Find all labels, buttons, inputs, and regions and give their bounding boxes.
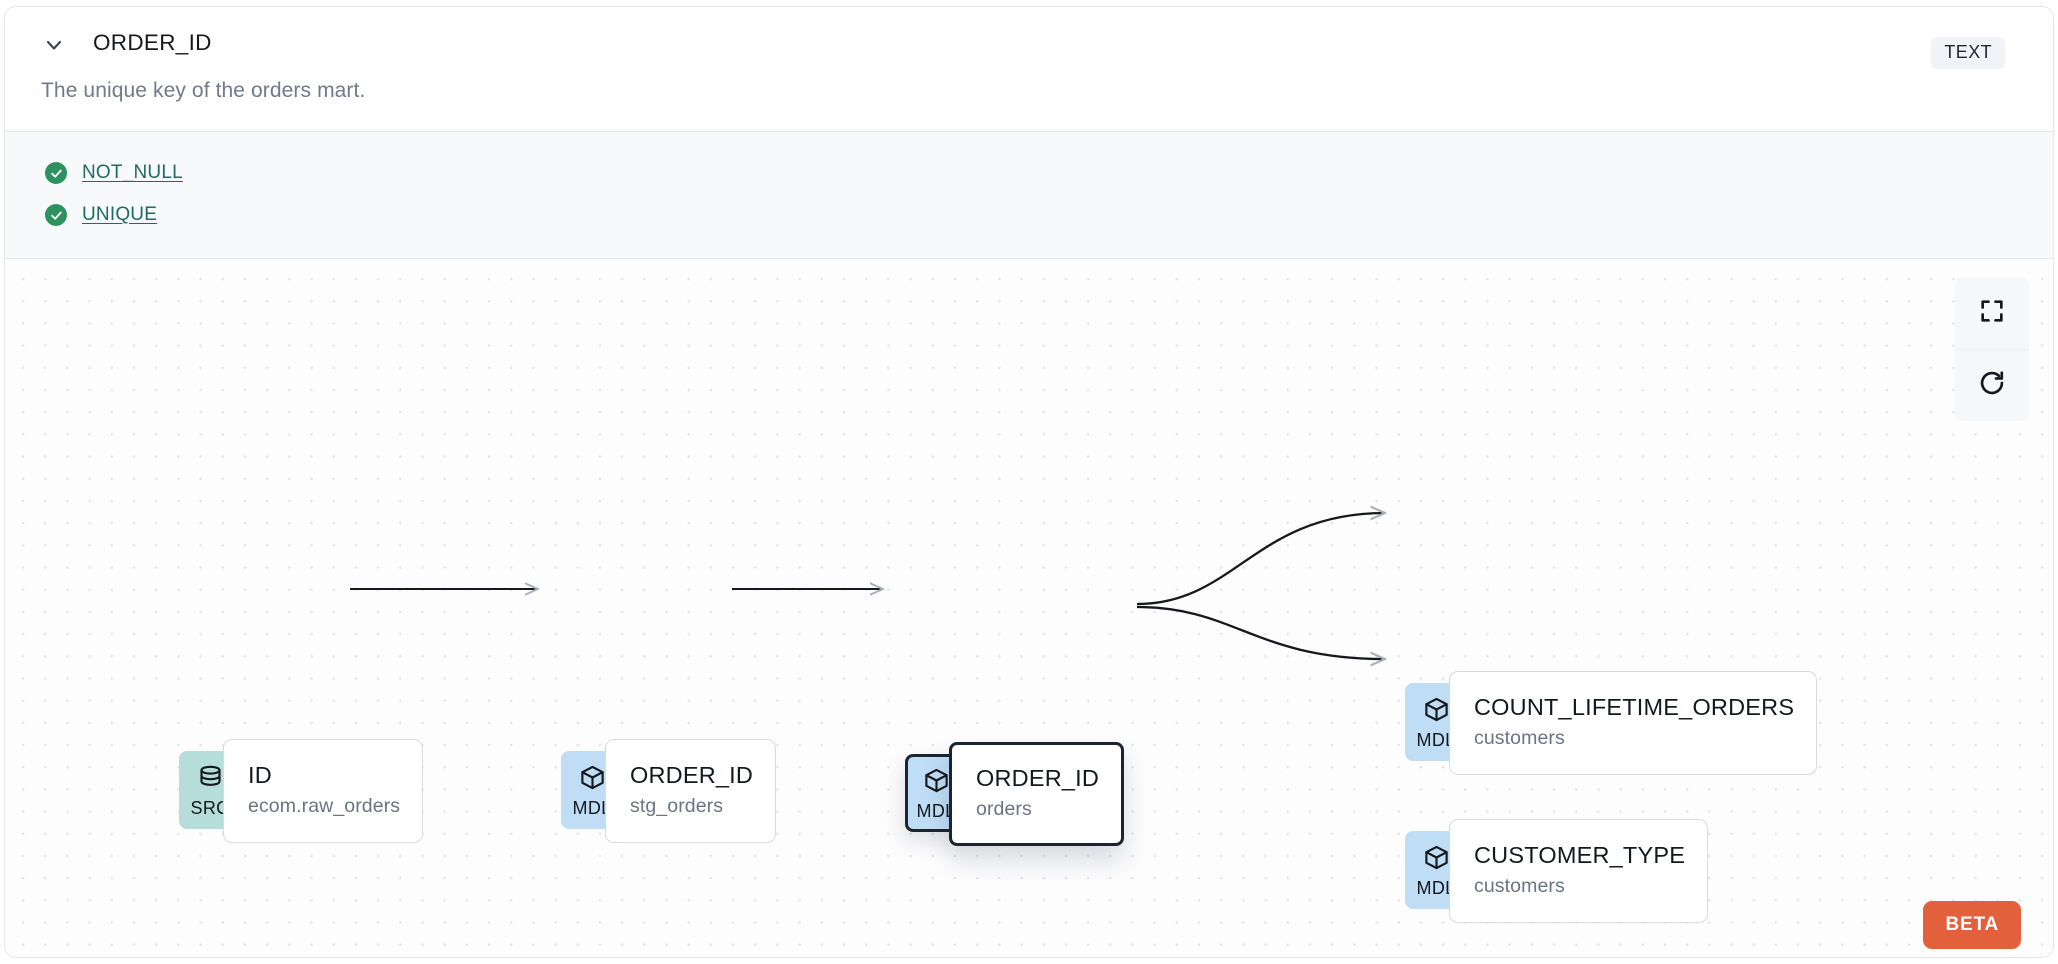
node-kind-label: SRC: [190, 797, 230, 818]
check-circle-icon: [45, 162, 67, 184]
refresh-button[interactable]: [1955, 349, 2029, 421]
node-column-name: ID: [248, 761, 272, 788]
node-column-name: ORDER_ID: [630, 761, 754, 788]
lineage-node-count-lifetime-orders[interactable]: MDL COUNT_LIFETIME_ORDERS customers: [1405, 671, 1818, 775]
node-kind-label: MDL: [572, 797, 612, 818]
node-source-name: customers: [1474, 727, 1565, 750]
test-row: UNIQUE: [45, 194, 2053, 236]
node-source-name: ecom.raw_orders: [248, 795, 401, 818]
node-body: ORDER_ID stg_orders: [605, 739, 777, 843]
lineage-edges: [350, 259, 2053, 958]
node-source-name: orders: [976, 798, 1032, 821]
node-body: ORDER_ID orders: [949, 742, 1125, 846]
test-link-not-null[interactable]: NOT_NULL: [82, 162, 183, 183]
node-body: ID ecom.raw_orders: [223, 739, 424, 843]
node-kind-label: MDL: [1416, 729, 1456, 750]
refresh-icon: [1978, 369, 2006, 402]
cube-icon: [923, 767, 950, 799]
fullscreen-button[interactable]: [1955, 277, 2029, 349]
lineage-graph-canvas[interactable]: SRC ID ecom.raw_orders MDL ORDE: [5, 259, 2053, 958]
card-header: ORDER_ID TEXT: [5, 7, 2053, 79]
cube-icon: [579, 764, 606, 796]
graph-controls: [1955, 277, 2029, 421]
lineage-node-orders-selected[interactable]: MDL ORDER_ID orders: [905, 742, 1125, 846]
cube-icon: [1423, 844, 1450, 876]
lineage-node-src[interactable]: SRC ID ecom.raw_orders: [179, 739, 424, 843]
node-column-name: ORDER_ID: [976, 764, 1100, 791]
column-type-badge: TEXT: [1931, 37, 2005, 69]
page-title: ORDER_ID: [93, 30, 212, 55]
node-column-name: CUSTOMER_TYPE: [1474, 841, 1686, 868]
node-source-name: stg_orders: [630, 795, 724, 818]
chevron-down-icon[interactable]: [41, 32, 67, 58]
test-row: NOT_NULL: [45, 152, 2053, 194]
tests-section: NOT_NULL UNIQUE: [5, 131, 2053, 259]
test-link-unique[interactable]: UNIQUE: [82, 204, 158, 225]
check-circle-icon: [45, 204, 67, 226]
fullscreen-icon: [1978, 297, 2006, 330]
beta-badge[interactable]: BETA: [1923, 901, 2021, 949]
node-body: CUSTOMER_TYPE customers: [1449, 819, 1709, 923]
column-description: The unique key of the orders mart.: [41, 79, 366, 102]
column-detail-card: ORDER_ID TEXT The unique key of the orde…: [4, 6, 2054, 958]
lineage-node-customer-type[interactable]: MDL CUSTOMER_TYPE customers: [1405, 819, 1709, 923]
database-icon: [197, 764, 224, 796]
lineage-node-stg-orders[interactable]: MDL ORDER_ID stg_orders: [561, 739, 777, 843]
node-column-name: COUNT_LIFETIME_ORDERS: [1474, 693, 1795, 720]
edge-orders-to-customer-type: [1136, 605, 1385, 659]
edge-orders-to-count: [1136, 513, 1385, 606]
cube-icon: [1423, 696, 1450, 728]
node-kind-label: MDL: [916, 800, 956, 821]
node-source-name: customers: [1474, 875, 1565, 898]
node-kind-label: MDL: [1416, 877, 1456, 898]
node-body: COUNT_LIFETIME_ORDERS customers: [1449, 671, 1818, 775]
